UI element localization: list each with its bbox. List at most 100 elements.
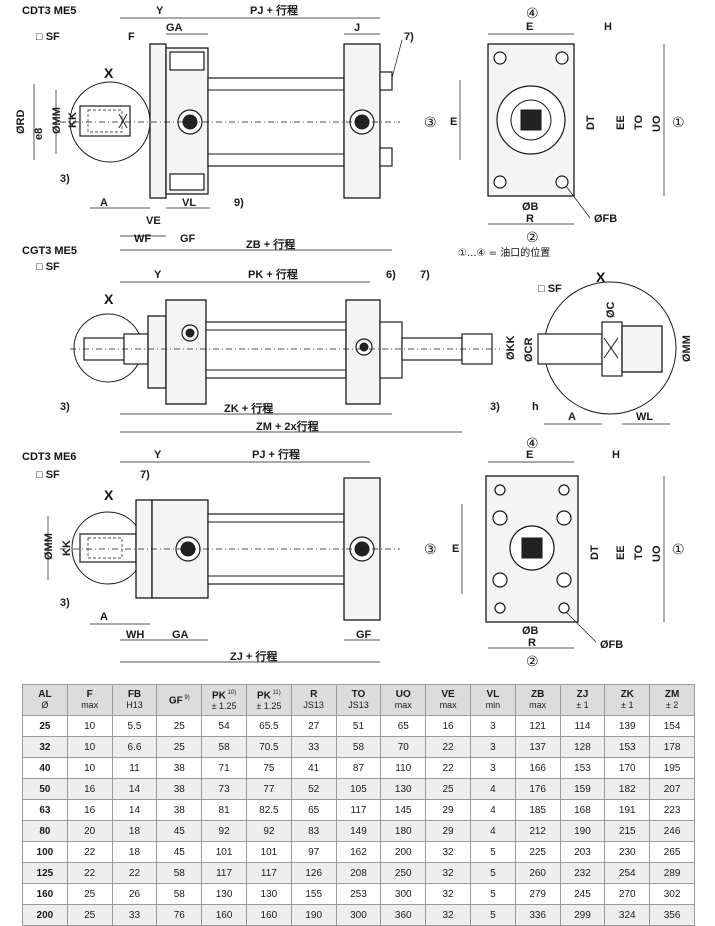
dim-h-detail: h: [532, 401, 539, 413]
table-cell: 83: [290, 820, 337, 842]
table-cell: 22: [425, 736, 471, 758]
table-cell: 230: [604, 841, 651, 863]
table-cell: 190: [559, 820, 606, 842]
table-cell: 265: [649, 841, 695, 863]
cylinder-tube-mid: [205, 321, 347, 379]
label-detail-x-mid: X: [104, 291, 114, 307]
table-cell: 128: [559, 736, 606, 758]
table-cell: 70.5: [245, 736, 292, 758]
table-cell: 58: [156, 862, 203, 884]
table-cell: 32: [22, 736, 68, 758]
table-cell: 29: [425, 799, 471, 821]
dim-dt-top: DT: [585, 115, 597, 130]
rod-square-top: [520, 109, 542, 131]
table-cell: 32: [425, 883, 471, 905]
table-cell: 82.5: [245, 799, 292, 821]
dim-to-bot: TO: [633, 544, 645, 560]
header-tolerance: ± 1.25: [256, 701, 282, 712]
table-cell: 160: [22, 883, 68, 905]
dim-ga-bot: GA: [172, 629, 189, 641]
table-cell: 16: [425, 715, 471, 737]
header-name: F: [86, 689, 93, 700]
table-cell: 27: [290, 715, 337, 737]
table-cell: 130: [201, 883, 247, 905]
header-tolerance: max: [529, 700, 547, 710]
table-cell: 25: [66, 883, 113, 905]
table-cell: 300: [335, 904, 382, 926]
note-7-top: 7): [404, 31, 414, 43]
dim-fb-top: ØFB: [594, 213, 617, 225]
dim-e-bot: E: [526, 449, 533, 461]
table-cell: 121: [514, 715, 561, 737]
table-cell: 22: [66, 862, 113, 884]
label-sf-detail: □ SF: [538, 283, 562, 295]
table-cell: 299: [559, 904, 606, 926]
dim-y: Y: [156, 5, 164, 17]
table-cell: 289: [649, 862, 695, 884]
header-tolerance: ± 1.25: [211, 701, 237, 712]
table-header-cell: ZM± 2: [649, 684, 695, 716]
table-cell: 3: [469, 757, 516, 779]
dim-b-bot: ØB: [522, 625, 539, 637]
table-cell: 58: [201, 736, 247, 758]
dim-to-top: TO: [633, 114, 645, 130]
table-cell: 223: [649, 799, 695, 821]
header-tolerance: ± 1: [576, 700, 589, 710]
dim-vl: VL: [182, 197, 196, 209]
dim-uo-top: UO: [651, 115, 663, 132]
dim-ee-top: EE: [615, 115, 627, 130]
dim-zm-stroke: ZM + 2x行程: [256, 419, 319, 433]
table-cell: 25: [66, 904, 113, 926]
table-header-cell: PK 10)± 1.25: [201, 684, 247, 716]
table-cell: 176: [514, 778, 561, 800]
table-cell: 22: [425, 757, 471, 779]
table-cell: 200: [380, 841, 427, 863]
dim-wh: WH: [126, 629, 144, 641]
dim-kk-top: KK: [67, 112, 79, 128]
drawing-canvas: CDT3 ME5 □ SF X Y PJ + 行程 GA F J 7) ØRD …: [15, 3, 693, 670]
dim-pj-stroke-bot: PJ + 行程: [252, 447, 300, 461]
table-cell: 200: [22, 904, 68, 926]
table-cell: 160: [245, 904, 292, 926]
table-cell: 324: [604, 904, 651, 926]
table-cell: 207: [649, 778, 695, 800]
table-cell: 6.6: [111, 736, 158, 758]
table-cell: 10: [66, 715, 113, 737]
header-name: AL: [38, 689, 52, 700]
table-cell: 166: [514, 757, 561, 779]
header-tolerance: JS13: [348, 700, 369, 710]
table-cell: 81: [201, 799, 247, 821]
table-cell: 16: [66, 778, 113, 800]
table-cell: 32: [425, 862, 471, 884]
port-position-3-top: ③: [424, 115, 437, 131]
table-cell: 117: [245, 862, 292, 884]
table-cell: 40: [22, 757, 68, 779]
table-cell: 100: [22, 841, 68, 863]
table-cell: 4: [469, 820, 516, 842]
label-sf-bot: □ SF: [36, 469, 60, 481]
table-cell: 25: [425, 778, 471, 800]
table-cell: 18: [111, 841, 158, 863]
table-cell: 336: [514, 904, 561, 926]
table-cell: 20: [66, 820, 113, 842]
table-cell: 45: [156, 820, 203, 842]
dim-a-top: A: [100, 197, 108, 209]
title-cgt3-me5: CGT3 ME5: [22, 245, 77, 257]
port-position-3-bot: ③: [424, 542, 437, 558]
dim-a-detail: A: [568, 411, 576, 423]
dim-gf-bot: GF: [356, 629, 372, 641]
table-cell: 32: [425, 841, 471, 863]
table-cell: 232: [559, 862, 606, 884]
dim-h-top: H: [604, 21, 612, 33]
header-name: R: [310, 689, 318, 700]
